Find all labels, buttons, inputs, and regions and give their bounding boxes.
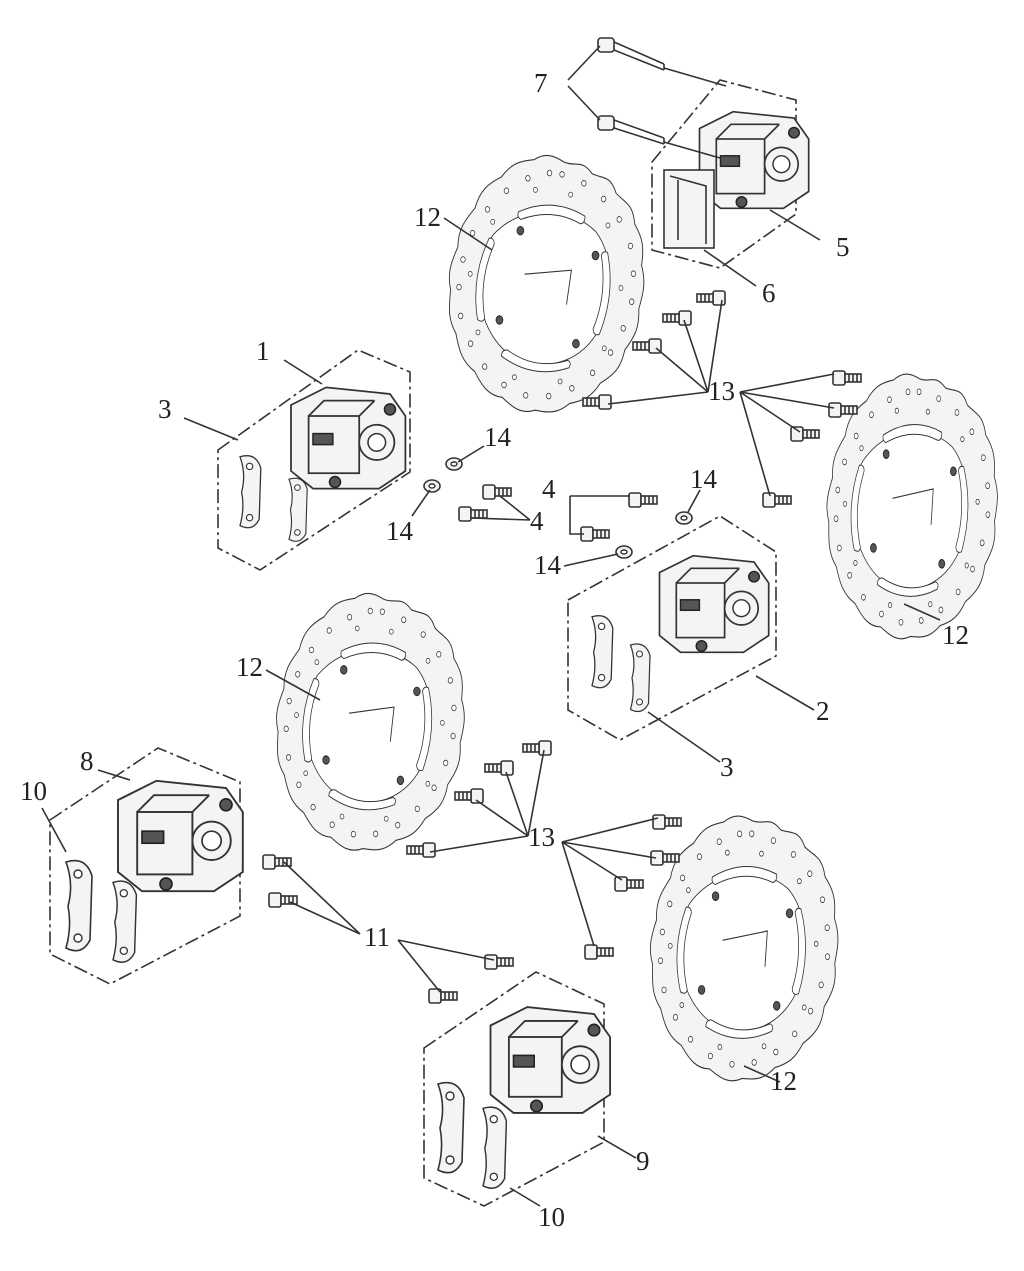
callout-12: 12 — [770, 1066, 797, 1096]
callout-1: 1 — [256, 336, 270, 366]
callout-10: 10 — [538, 1202, 565, 1232]
callout-14: 14 — [484, 422, 512, 452]
callout-labels: 1 3 7 5 6 12 13 12 14 14 4 4 14 14 2 3 1… — [20, 68, 969, 1232]
callout-13: 13 — [528, 822, 555, 852]
caliper-group-5-boundary — [651, 79, 797, 269]
callout-10: 10 — [20, 776, 47, 806]
leader-lines — [41, 45, 941, 1207]
callout-12: 12 — [414, 202, 441, 232]
callout-11: 11 — [364, 922, 390, 952]
caliper-group-2-boundary — [567, 515, 777, 741]
caliper-2 — [658, 554, 770, 654]
brake-pad-6 — [663, 169, 715, 249]
callout-6: 6 — [762, 278, 776, 308]
brake-pad-3-lower — [591, 615, 651, 713]
callout-14: 14 — [386, 516, 414, 546]
caliper-group-9-boundary — [423, 971, 605, 1207]
caliper-9 — [489, 1006, 612, 1114]
caliper-5 — [698, 110, 810, 210]
callout-3: 3 — [158, 394, 172, 424]
callout-14: 14 — [690, 464, 718, 494]
callout-2: 2 — [816, 696, 830, 726]
callout-5: 5 — [836, 232, 850, 262]
callout-4: 4 — [530, 506, 544, 536]
bolts-4 — [458, 484, 658, 542]
caliper-1 — [290, 386, 407, 490]
brake-disc-middle — [262, 578, 477, 868]
brake-disc-top — [431, 137, 660, 434]
callout-9: 9 — [636, 1146, 650, 1176]
callout-7: 7 — [534, 68, 548, 98]
callout-12: 12 — [236, 652, 263, 682]
callout-14: 14 — [534, 550, 562, 580]
callout-12: 12 — [942, 620, 969, 650]
brake-disc-lower-right — [641, 806, 847, 1093]
caliper-8 — [117, 779, 244, 893]
callout-3: 3 — [720, 752, 734, 782]
caliper-group-8-boundary — [49, 747, 241, 985]
bolt-7 — [597, 37, 665, 145]
caliper-group-1-boundary — [217, 349, 411, 571]
callout-4: 4 — [542, 474, 556, 504]
callout-8: 8 — [80, 746, 94, 776]
callout-13: 13 — [708, 376, 735, 406]
